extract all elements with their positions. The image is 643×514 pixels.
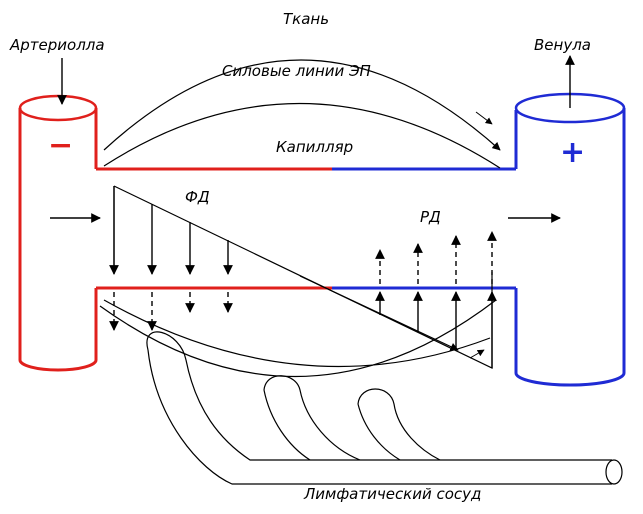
capillary-label: Капилляр bbox=[276, 138, 353, 156]
filtration-arrows bbox=[109, 186, 233, 275]
arteriole-label: Артериолла bbox=[9, 36, 105, 54]
lymph-vessel-label: Лимфатический сосуд bbox=[303, 485, 481, 503]
filtration-arrows-dashed bbox=[109, 292, 233, 331]
minus-sign: − bbox=[48, 128, 73, 163]
capillary-vessel bbox=[96, 167, 516, 290]
blood-flow-arrows bbox=[50, 55, 575, 223]
arteriole-vessel bbox=[18, 94, 98, 372]
lymphatic-vessel bbox=[146, 331, 623, 485]
reabsorption-arrows-dashed bbox=[375, 231, 497, 284]
plus-sign: + bbox=[560, 135, 585, 170]
field-lines-lower bbox=[99, 299, 497, 378]
filtration-label: ФД bbox=[185, 188, 210, 206]
field-lines-upper bbox=[103, 59, 501, 169]
field-lines-label: Силовые линии ЭП bbox=[222, 62, 371, 80]
reabsorption-arrows-solid bbox=[375, 291, 497, 368]
reabsorption-label: РД bbox=[420, 208, 441, 226]
venule-label: Венула bbox=[534, 36, 591, 54]
tissue-label: Ткань bbox=[283, 10, 329, 28]
